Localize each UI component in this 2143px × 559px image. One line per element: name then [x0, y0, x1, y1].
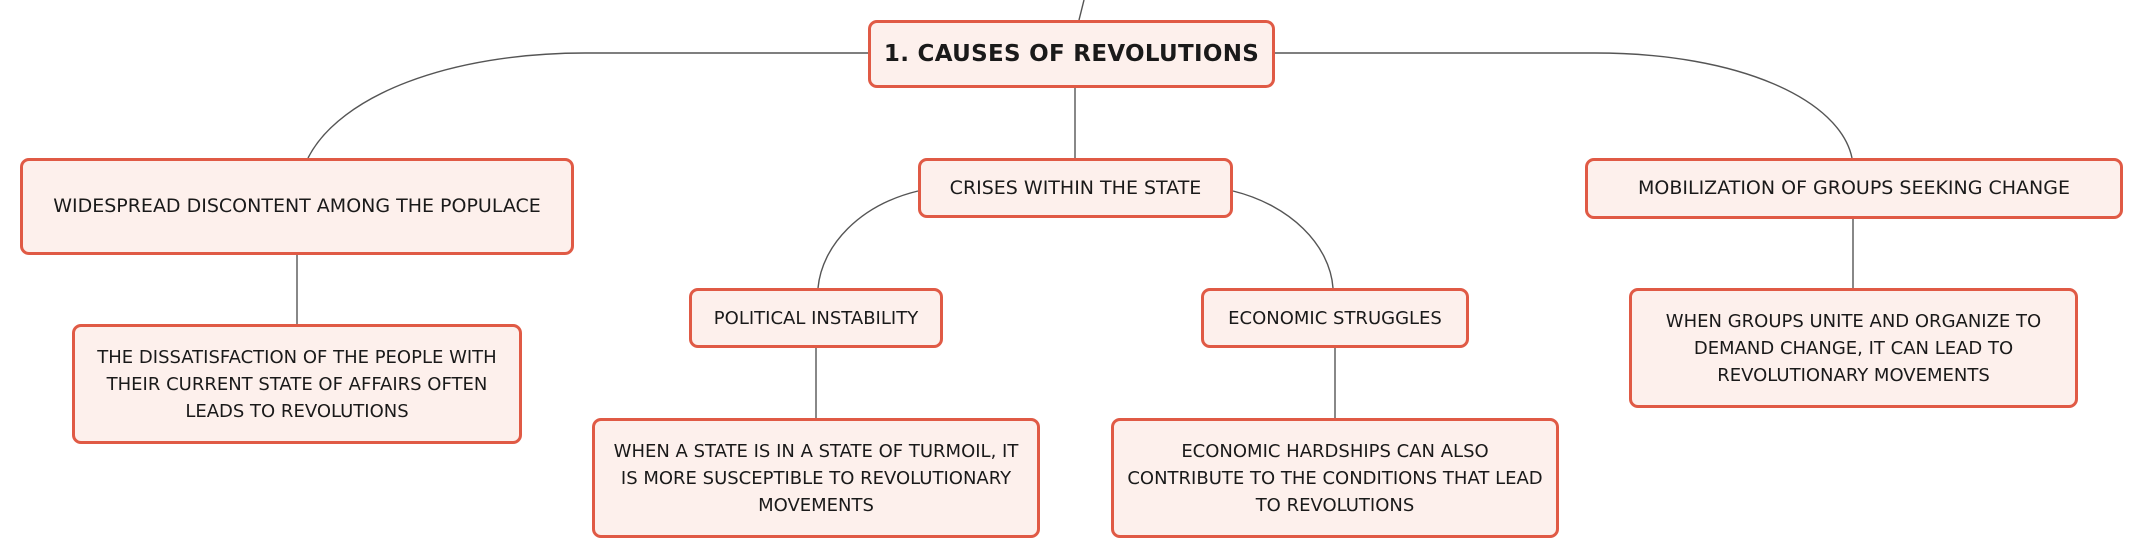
detail-node-political-instability-text: WHEN A STATE IS IN A STATE OF TURMOIL, I… — [613, 440, 1019, 516]
sub-node-economic-struggles[interactable]: ECONOMIC STRUGGLES — [1201, 288, 1469, 348]
detail-node-economic-struggles-text: ECONOMIC HARDSHIPS CAN ALSO CONTRIBUTE T… — [1127, 440, 1543, 516]
branch-node-discontent-label: WIDESPREAD DISCONTENT AMONG THE POPULACE — [53, 195, 541, 217]
connector-root-parent — [1078, 0, 1085, 21]
sub-node-economic-struggles-label: ECONOMIC STRUGGLES — [1228, 307, 1442, 329]
detail-node-economic-struggles[interactable]: ECONOMIC HARDSHIPS CAN ALSO CONTRIBUTE T… — [1111, 418, 1559, 538]
detail-node-discontent-text: THE DISSATISFACTION OF THE PEOPLE WITH T… — [97, 346, 497, 422]
branch-node-mobilization-label: MOBILIZATION OF GROUPS SEEKING CHANGE — [1638, 177, 2070, 199]
sub-node-political-instability[interactable]: POLITICAL INSTABILITY — [689, 288, 943, 348]
root-node[interactable]: 1. CAUSES OF REVOLUTIONS — [868, 20, 1275, 88]
branch-node-crises[interactable]: CRISES WITHIN THE STATE — [918, 158, 1233, 218]
detail-node-political-instability[interactable]: WHEN A STATE IS IN A STATE OF TURMOIL, I… — [592, 418, 1040, 538]
connector-crises-to-economic — [1232, 190, 1334, 289]
connector-root-to-discontent — [307, 52, 868, 159]
root-node-label: 1. CAUSES OF REVOLUTIONS — [883, 40, 1260, 67]
detail-node-mobilization-text: WHEN GROUPS UNITE AND ORGANIZE TO DEMAND… — [1665, 310, 2042, 386]
sub-node-political-instability-label: POLITICAL INSTABILITY — [713, 307, 919, 329]
detail-node-discontent[interactable]: THE DISSATISFACTION OF THE PEOPLE WITH T… — [72, 324, 522, 444]
connector-root-to-mobilization — [1275, 52, 1853, 159]
detail-node-mobilization[interactable]: WHEN GROUPS UNITE AND ORGANIZE TO DEMAND… — [1629, 288, 2078, 408]
branch-node-crises-label: CRISES WITHIN THE STATE — [949, 176, 1202, 199]
branch-node-mobilization[interactable]: MOBILIZATION OF GROUPS SEEKING CHANGE — [1585, 158, 2123, 219]
branch-node-discontent[interactable]: WIDESPREAD DISCONTENT AMONG THE POPULACE — [20, 158, 574, 255]
connector-crises-to-political — [817, 190, 919, 289]
